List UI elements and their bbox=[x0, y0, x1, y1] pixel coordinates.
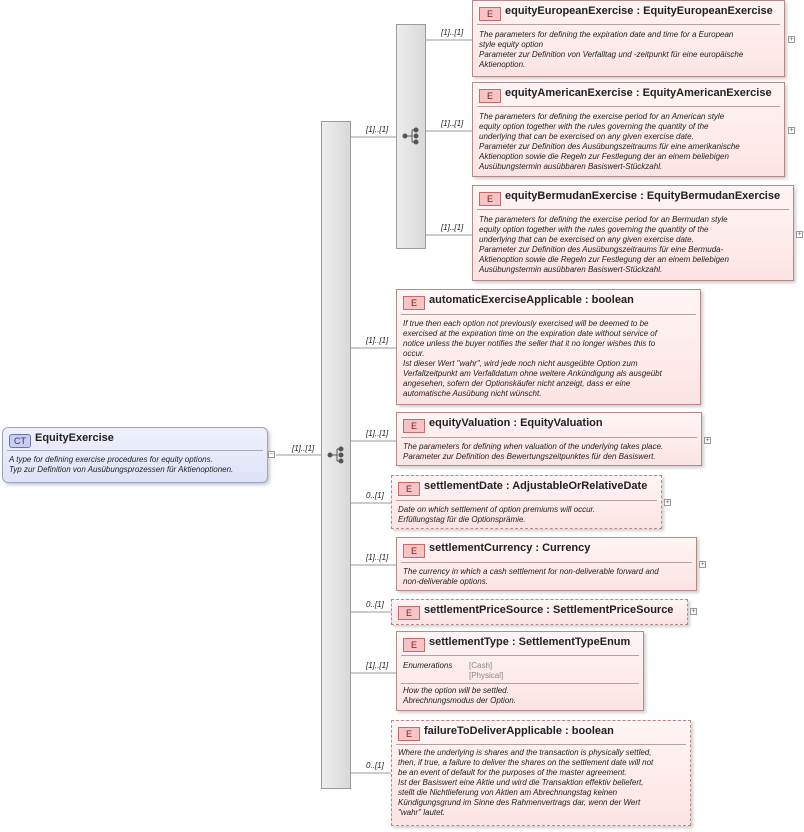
element-doc: The parameters for defining the expirati… bbox=[479, 30, 744, 69]
expand-icon[interactable]: + bbox=[796, 231, 803, 238]
divider bbox=[477, 24, 780, 25]
element-doc: If true then each option not previously … bbox=[403, 319, 662, 398]
element-title: settlementDate : AdjustableOrRelativeDat… bbox=[424, 480, 648, 492]
element-cardinality: [1]..[1] bbox=[441, 223, 464, 232]
divider bbox=[401, 683, 639, 684]
element-title: equityBermudanExercise : EquityBermudanE… bbox=[505, 190, 781, 202]
expand-icon[interactable]: + bbox=[788, 127, 795, 134]
element-badge: E bbox=[403, 638, 425, 652]
choice-icon bbox=[402, 127, 419, 145]
element-cardinality: [1]..[1] bbox=[441, 119, 464, 128]
element-box-equity-american-exercise[interactable]: E equityAmericanExercise : EquityAmerica… bbox=[472, 82, 785, 177]
element-title: failureToDeliverApplicable : boolean bbox=[424, 725, 614, 737]
element-title: equityValuation : EquityValuation bbox=[429, 417, 603, 429]
element-cardinality: [1]..[1] bbox=[366, 553, 389, 562]
element-badge: E bbox=[479, 192, 501, 206]
expand-icon[interactable]: + bbox=[704, 437, 711, 444]
element-cardinality: 0..[1] bbox=[366, 761, 384, 770]
element-cardinality: 0..[1] bbox=[366, 491, 384, 500]
complex-type-name: EquityExercise bbox=[35, 432, 114, 444]
choice-cardinality: [1]..[1] bbox=[366, 125, 389, 134]
element-title: settlementCurrency : Currency bbox=[429, 542, 591, 554]
sequence-icon bbox=[327, 446, 344, 464]
divider bbox=[396, 500, 657, 501]
element-cardinality: [1]..[1] bbox=[366, 429, 389, 438]
divider bbox=[401, 314, 696, 315]
element-title: settlementType : SettlementTypeEnum bbox=[429, 636, 631, 648]
complex-type-box[interactable]: CT EquityExercise A type for defining ex… bbox=[2, 427, 268, 483]
complex-type-badge: CT bbox=[9, 434, 31, 448]
element-title: equityAmericanExercise : EquityAmericanE… bbox=[505, 87, 772, 99]
element-box-settlement-currency[interactable]: E settlementCurrency : Currency The curr… bbox=[396, 537, 697, 591]
element-badge: E bbox=[479, 89, 501, 103]
element-badge: E bbox=[398, 727, 420, 741]
divider bbox=[477, 106, 780, 107]
element-doc: The currency in which a cash settlement … bbox=[403, 567, 659, 586]
expand-icon[interactable]: + bbox=[690, 608, 697, 615]
element-cardinality: [1]..[1] bbox=[441, 28, 464, 37]
element-badge: E bbox=[398, 482, 420, 496]
element-doc: Where the underlying is shares and the t… bbox=[398, 748, 654, 817]
divider bbox=[396, 744, 686, 745]
element-box-settlement-date[interactable]: E settlementDate : AdjustableOrRelativeD… bbox=[391, 475, 662, 529]
main-sequence-cardinality: [1]..[1] bbox=[292, 444, 315, 453]
element-badge: E bbox=[479, 7, 501, 21]
complex-type-doc: A type for defining exercise procedures … bbox=[9, 455, 234, 474]
element-cardinality: [1]..[1] bbox=[366, 661, 389, 670]
element-doc: Date on which settlement of option premi… bbox=[398, 505, 596, 524]
divider bbox=[7, 450, 263, 451]
element-badge: E bbox=[403, 544, 425, 558]
element-box-equity-european-exercise[interactable]: E equityEuropeanExercise : EquityEuropea… bbox=[472, 0, 785, 77]
element-title: automaticExerciseApplicable : boolean bbox=[429, 294, 634, 306]
element-doc: The parameters for defining the exercise… bbox=[479, 215, 729, 274]
element-box-equity-bermudan-exercise[interactable]: E equityBermudanExercise : EquityBermuda… bbox=[472, 185, 794, 281]
collapse-icon[interactable]: − bbox=[268, 451, 275, 458]
element-box-settlement-type[interactable]: E settlementType : SettlementTypeEnum En… bbox=[396, 631, 644, 711]
element-cardinality: 0..[1] bbox=[366, 600, 384, 609]
enumeration-values: [Cash] [Physical] bbox=[469, 661, 504, 680]
enumerations-label: Enumerations bbox=[403, 661, 453, 670]
element-badge: E bbox=[398, 606, 420, 620]
element-doc: The parameters for defining the exercise… bbox=[479, 112, 740, 171]
expand-icon[interactable]: + bbox=[664, 499, 671, 506]
divider bbox=[401, 655, 639, 656]
element-box-settlement-price-source[interactable]: E settlementPriceSource : SettlementPric… bbox=[391, 599, 688, 625]
element-cardinality: [1]..[1] bbox=[366, 336, 389, 345]
element-doc: How the option will be settled. Abrechnu… bbox=[403, 686, 516, 705]
element-box-failure-to-deliver-applicable[interactable]: E failureToDeliverApplicable : boolean W… bbox=[391, 720, 691, 826]
element-title: settlementPriceSource : SettlementPriceS… bbox=[424, 604, 674, 616]
divider bbox=[401, 562, 692, 563]
element-badge: E bbox=[403, 296, 425, 310]
divider bbox=[401, 437, 697, 438]
element-doc: The parameters for defining when valuati… bbox=[403, 442, 664, 461]
element-box-equity-valuation[interactable]: E equityValuation : EquityValuation The … bbox=[396, 412, 702, 466]
expand-icon[interactable]: + bbox=[788, 36, 795, 43]
divider bbox=[477, 209, 789, 210]
expand-icon[interactable]: + bbox=[699, 561, 706, 568]
element-box-automatic-exercise-applicable[interactable]: E automaticExerciseApplicable : boolean … bbox=[396, 289, 701, 405]
element-title: equityEuropeanExercise : EquityEuropeanE… bbox=[505, 5, 773, 17]
element-badge: E bbox=[403, 419, 425, 433]
